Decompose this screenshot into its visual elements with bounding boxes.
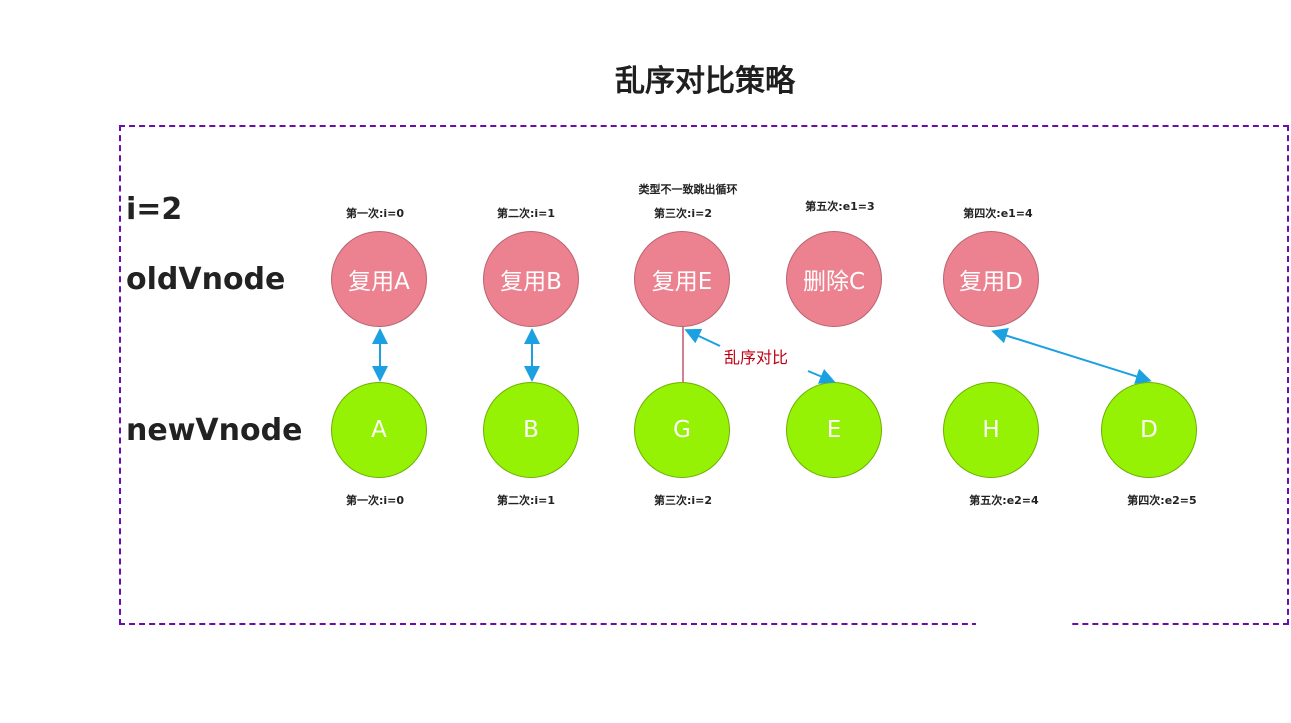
new-node-5: H — [943, 382, 1039, 478]
old-node-1: 复用A — [331, 231, 427, 327]
new-node-caption-6: 第四次:e2=5 — [1127, 494, 1197, 507]
old-node-2: 复用B — [483, 231, 579, 327]
old-node-caption-4: 第五次:e1=3 — [805, 200, 875, 213]
old-node-caption-1: 第一次:i=0 — [345, 207, 405, 220]
new-node-1: A — [331, 382, 427, 478]
new-node-3: G — [634, 382, 730, 478]
counter-label: i=2 — [126, 192, 183, 227]
old-node-5: 复用D — [943, 231, 1039, 327]
old-node-caption-3: 第三次:i=2 — [653, 207, 713, 220]
new-node-caption-5: 第五次:e2=4 — [969, 494, 1039, 507]
new-node-caption-3: 第三次:i=2 — [653, 494, 713, 507]
new-node-2: B — [483, 382, 579, 478]
new-node-6: D — [1101, 382, 1197, 478]
old-node-caption-5: 第四次:e1=4 — [963, 207, 1033, 220]
new-vnode-row-label: newVnode — [126, 413, 303, 448]
diagram-title: 乱序对比策略 — [615, 64, 795, 99]
diagram-frame — [119, 125, 1289, 625]
break-loop-note: 类型不一致跳出循环 — [638, 183, 738, 196]
old-node-3: 复用E — [634, 231, 730, 327]
old-vnode-row-label: oldVnode — [126, 262, 286, 297]
new-node-caption-1: 第一次:i=0 — [345, 494, 405, 507]
out-of-order-annotation: 乱序对比 — [724, 348, 789, 367]
new-node-caption-2: 第二次:i=1 — [496, 494, 556, 507]
new-node-4: E — [786, 382, 882, 478]
old-node-caption-2: 第二次:i=1 — [496, 207, 556, 220]
frame-gap — [976, 618, 1069, 630]
old-node-4: 删除C — [786, 231, 882, 327]
